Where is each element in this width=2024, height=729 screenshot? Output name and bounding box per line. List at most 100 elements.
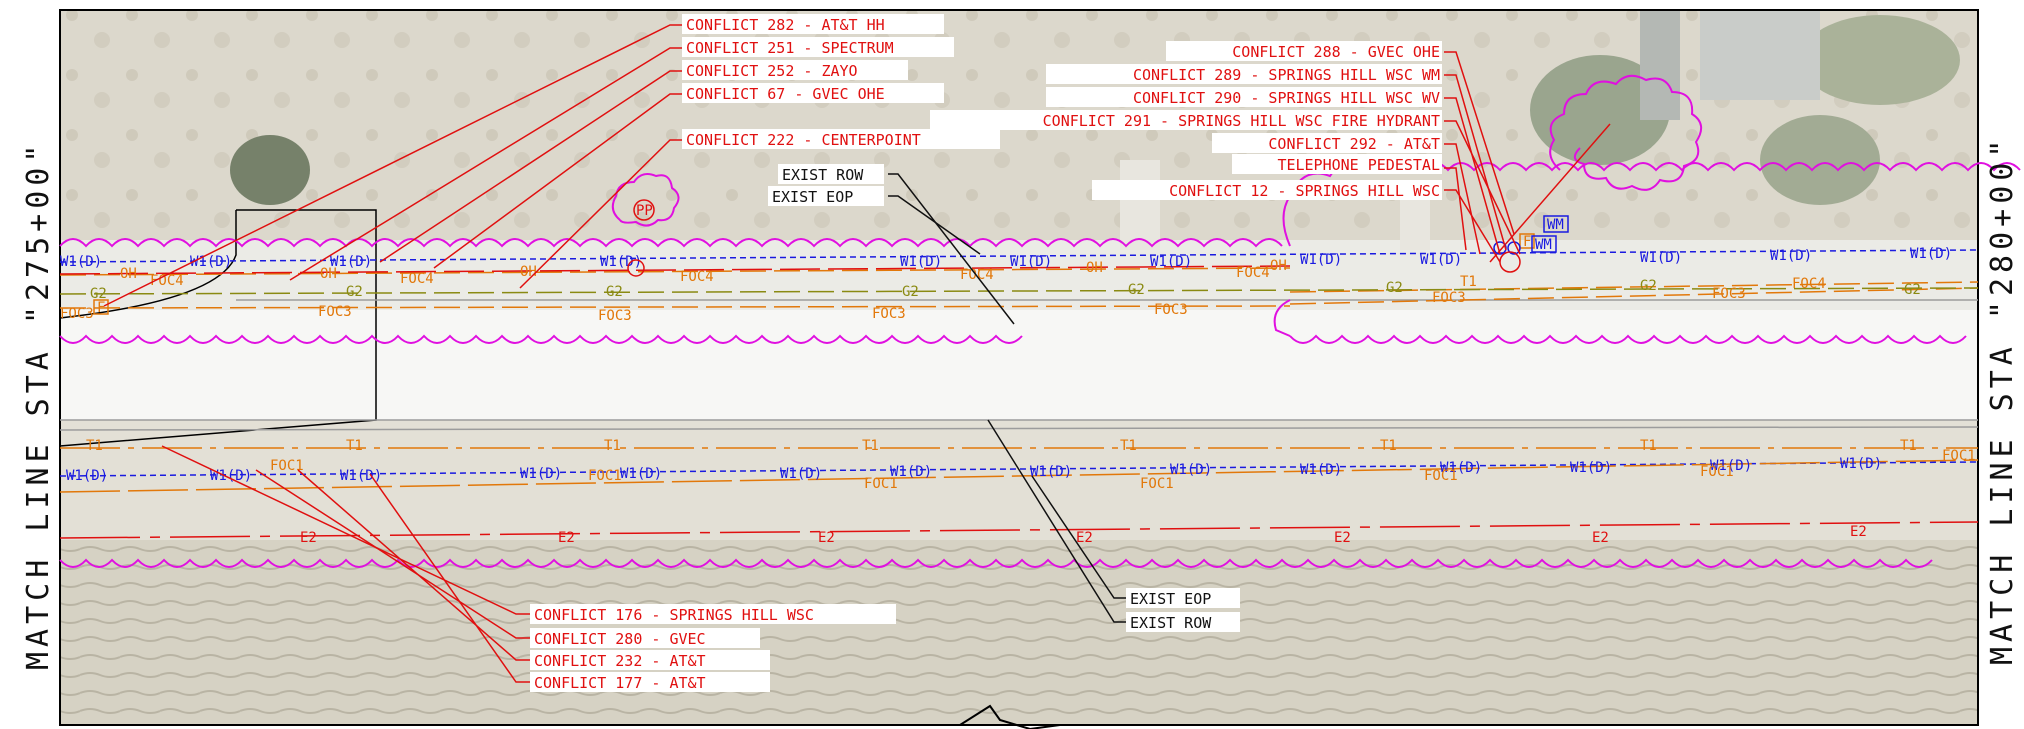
- fiber3-label: FOC3: [318, 304, 352, 320]
- water-label: W1(D): [190, 254, 232, 270]
- water-label: W1(D): [210, 468, 252, 484]
- conflict-labels-top-left: CONFLICT 282 - AT&T HH CONFLICT 251 - SP…: [682, 14, 1000, 149]
- overhead-label: OH: [1086, 260, 1103, 276]
- fiber3-label: FOC3: [1712, 286, 1746, 302]
- overhead-label: OH: [120, 266, 137, 282]
- fiber3-label: FOC3: [598, 308, 632, 324]
- aerial-background: [60, 10, 1978, 725]
- electric-label: E2: [1592, 530, 1609, 546]
- svg-text:WM: WM: [1535, 237, 1552, 253]
- conflict-label: TELEPHONE PEDESTAL: [1277, 156, 1440, 174]
- conflict-label: CONFLICT 290 - SPRINGS HILL WSC WV: [1133, 89, 1440, 107]
- water-label: W1(D): [1440, 460, 1482, 476]
- gas-label: G2: [1128, 282, 1145, 298]
- electric-label: E2: [300, 530, 317, 546]
- gas-line: [59, 287, 1979, 295]
- driveway-outline: [59, 209, 377, 447]
- gas-label: G2: [902, 284, 919, 300]
- water-label: W1(D): [600, 254, 642, 270]
- utility-labels: W1(D) W1(D) W1(D) W1(D) W1(D) W1(D) W1(D…: [60, 246, 1976, 546]
- match-line-right-label: MATCH LINE STA "280+00": [1985, 135, 2020, 665]
- match-line-left-label: MATCH LINE STA "275+00": [21, 140, 56, 670]
- conflict-label: CONFLICT 67 - GVEC OHE: [686, 85, 885, 103]
- water-label: W1(D): [1840, 456, 1882, 472]
- water-label: W1(D): [1300, 252, 1342, 268]
- exist-label: EXIST EOP: [1130, 590, 1211, 608]
- telephone-label: T1: [86, 438, 103, 454]
- conflict-leaders: [103, 24, 1521, 683]
- overhead-label: OH: [520, 264, 537, 280]
- exist-label: EXIST ROW: [1130, 614, 1212, 632]
- fiber1-label: FOC1: [270, 458, 304, 474]
- power-pole-label: PP: [636, 203, 653, 219]
- water-label: W1(D): [1030, 464, 1072, 480]
- fiber4-label: FOC4: [1792, 276, 1826, 292]
- gas-label: G2: [90, 286, 107, 302]
- water-label: W1(D): [340, 468, 382, 484]
- water-label: W1(D): [60, 254, 102, 270]
- overhead-label: OH: [320, 266, 337, 282]
- conflict-labels-bottom: CONFLICT 176 - SPRINGS HILL WSC CONFLICT…: [530, 604, 896, 692]
- fiber3-label: FOC3: [872, 306, 906, 322]
- overhead-label: OH: [1270, 258, 1287, 274]
- telephone-label: T1: [1460, 274, 1477, 290]
- fiber1-label: FOC1: [864, 476, 898, 492]
- electric-label: E2: [1334, 530, 1351, 546]
- water-label: W1(D): [1300, 462, 1342, 478]
- telephone-label: T1: [1640, 438, 1657, 454]
- telephone-label: T1: [346, 438, 363, 454]
- conflict-label: CONFLICT 177 - AT&T: [534, 674, 706, 692]
- exist-labels-bottom: EXIST EOP EXIST ROW: [1126, 588, 1240, 632]
- exist-labels-top: EXIST ROW EXIST EOP: [768, 164, 884, 206]
- electric-label: E2: [1076, 530, 1093, 546]
- fiber4-label: FOC4: [680, 269, 714, 285]
- fiber3-label: FOC3: [1154, 302, 1188, 318]
- fiber3-label: FOC3: [60, 306, 94, 322]
- conflict-label: CONFLICT 280 - GVEC: [534, 630, 706, 648]
- electric-label: E2: [818, 530, 835, 546]
- water-label: W1(D): [1170, 462, 1212, 478]
- road-edges: [59, 299, 1979, 431]
- telephone-label: T1: [1120, 438, 1137, 454]
- water-label: W1(D): [1710, 458, 1752, 474]
- water-label: W1(D): [780, 466, 822, 482]
- conflict-label: CONFLICT 291 - SPRINGS HILL WSC FIRE HYD…: [1043, 112, 1440, 130]
- water-label: W1(D): [520, 466, 562, 482]
- conflict-label: CONFLICT 292 - AT&T: [1268, 135, 1440, 153]
- electric-label: E2: [1850, 524, 1867, 540]
- conflict-label: CONFLICT 12 - SPRINGS HILL WSC: [1169, 182, 1440, 200]
- telephone-label: T1: [1380, 438, 1397, 454]
- hydrant-symbol: F F: [93, 233, 1535, 316]
- conflict-label: CONFLICT 251 - SPECTRUM: [686, 39, 894, 57]
- water-label: W1(D): [1420, 252, 1462, 268]
- gas-label: G2: [1640, 278, 1657, 294]
- water-label: W1(D): [66, 468, 108, 484]
- conflict-label: CONFLICT 232 - AT&T: [534, 652, 706, 670]
- svg-text:WM: WM: [1547, 217, 1564, 233]
- water-label: W1(D): [890, 464, 932, 480]
- fiber1-label: FOC1: [1424, 468, 1458, 484]
- water-label: W1(D): [1570, 460, 1612, 476]
- conflict-label: CONFLICT 252 - ZAYO: [686, 62, 858, 80]
- water-label: W1(D): [900, 254, 942, 270]
- water-label: W1(D): [1010, 254, 1052, 270]
- fiber1-label: FOC1: [1140, 476, 1174, 492]
- conflict-label: CONFLICT 176 - SPRINGS HILL WSC: [534, 606, 814, 624]
- svg-text:F: F: [97, 300, 105, 316]
- water-label: W1(D): [1150, 254, 1192, 270]
- conflict-label: CONFLICT 222 - CENTERPOINT: [686, 131, 921, 149]
- exist-label: EXIST EOP: [772, 188, 853, 206]
- conflict-label: CONFLICT 282 - AT&T HH: [686, 16, 885, 34]
- fiber4-label: FOC4: [1236, 265, 1270, 281]
- power-pole-symbol: PP: [627, 199, 655, 277]
- water-label: W1(D): [1640, 250, 1682, 266]
- gas-label: G2: [1386, 280, 1403, 296]
- overhead-electric-line: [59, 123, 1611, 275]
- fiber1-label: FOC1: [1942, 448, 1976, 464]
- telephone-label: T1: [604, 438, 621, 454]
- electric-line-e2: [59, 521, 1979, 539]
- gas-label: G2: [1904, 282, 1921, 298]
- gas-label: G2: [606, 284, 623, 300]
- fiber4-label: FOC4: [400, 271, 434, 287]
- gas-label: G2: [346, 284, 363, 300]
